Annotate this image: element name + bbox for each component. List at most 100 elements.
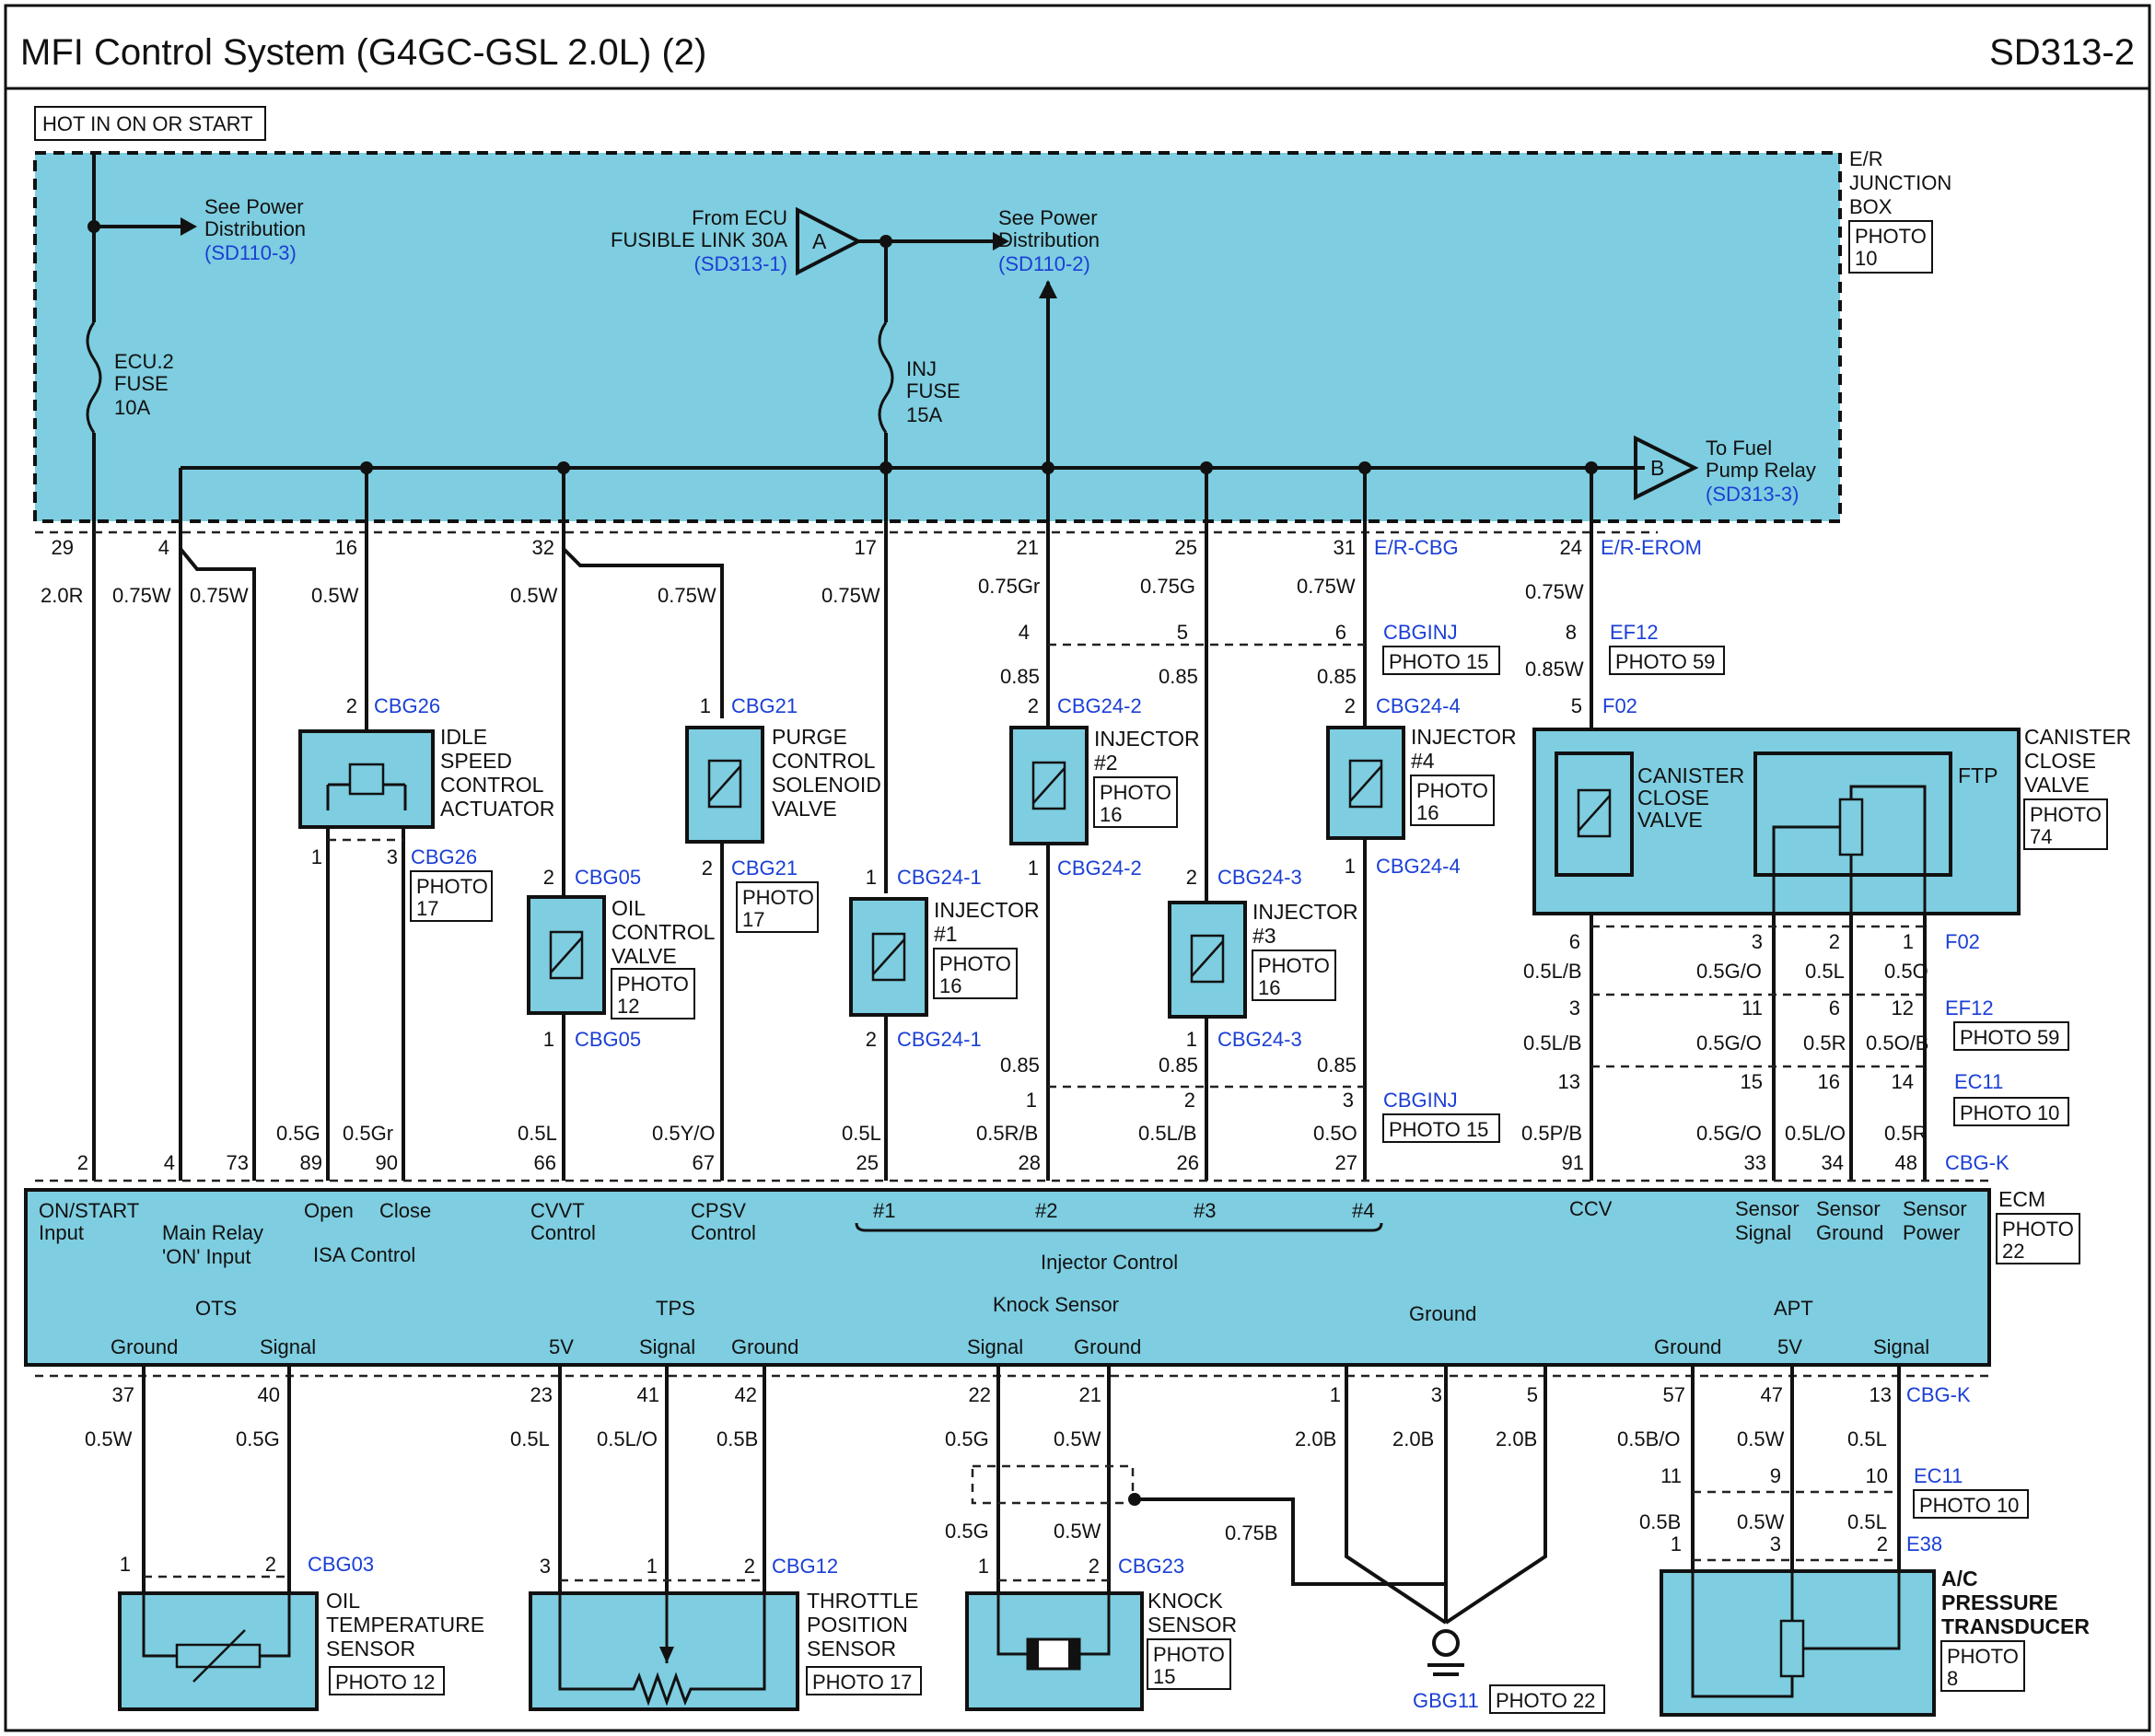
ccv-title-3: VALVE xyxy=(2024,773,2090,797)
ef12b-p1: 11 xyxy=(1741,996,1763,1019)
inj3-name-1: INJECTOR xyxy=(1252,900,1358,924)
cbginj-pin-6: 6 xyxy=(1335,621,1346,644)
ecmb-5: 5 xyxy=(1527,1383,1538,1406)
ecm-conn-bot: CBG-K xyxy=(1906,1383,1971,1406)
isa-actuator xyxy=(298,729,435,829)
ecm-knock-ground: Ground xyxy=(1074,1335,1141,1358)
ecm-apt: APT xyxy=(1774,1297,1813,1320)
ecm-inj-3: #3 xyxy=(1194,1199,1216,1222)
pin-31: 31 xyxy=(1334,536,1356,559)
ccv-w2-3: 0.5O/B xyxy=(1866,1031,1928,1054)
ccv-conn: F02 xyxy=(1602,694,1637,717)
knock-pin-1: 1 xyxy=(978,1555,989,1578)
inj2-photo-1: PHOTO xyxy=(1100,781,1171,804)
ecmb-57: 57 xyxy=(1663,1383,1685,1406)
ccv-p2: 2 xyxy=(1829,930,1840,953)
ec11-p1: 15 xyxy=(1741,1070,1763,1093)
tps-pin-1: 1 xyxy=(646,1555,658,1578)
ccv-inner-2: CLOSE xyxy=(1637,786,1709,810)
pcsv-pin-1: 1 xyxy=(700,694,711,717)
ccv-w2-1: 0.5G/O xyxy=(1696,1031,1762,1054)
inj4-pin-2: 2 xyxy=(1345,694,1356,717)
ecm-pin-91: 91 xyxy=(1562,1151,1584,1174)
w-05w-a: 0.5W xyxy=(311,584,359,607)
ecm-cvvt-2: Control xyxy=(530,1221,596,1244)
er-erom: E/R-EROM xyxy=(1601,536,1702,559)
tps-name-1: THROTTLE xyxy=(807,1589,918,1613)
inj-fuse-2: FUSE xyxy=(906,379,961,402)
pcsv-conn: CBG21 xyxy=(731,694,798,717)
pd1-line2: Distribution xyxy=(204,217,306,240)
isa-pin-2: 2 xyxy=(346,694,357,717)
inj4-name-2: #4 xyxy=(1411,749,1435,773)
pin-24: 24 xyxy=(1560,536,1582,559)
pd1-ref: (SD110-3) xyxy=(204,241,297,264)
w-inj-b2: 0.5O xyxy=(1313,1122,1357,1145)
knock-shield-w: 0.75B xyxy=(1225,1521,1278,1544)
jb-photo-1: PHOTO xyxy=(1855,225,1927,248)
jb-photo-box xyxy=(1848,220,1933,274)
ecm-ots: OTS xyxy=(195,1297,237,1320)
isa-photo-2: 17 xyxy=(416,897,438,920)
knock-w0: 0.5G xyxy=(945,1520,989,1543)
bw-6: 0.5W xyxy=(1054,1427,1101,1451)
bw-7: 2.0B xyxy=(1295,1427,1336,1451)
ecm-cpsv-1: CPSV xyxy=(691,1199,746,1222)
isa-name-1: IDLE xyxy=(440,725,487,749)
ecm-pin-89: 89 xyxy=(300,1151,322,1174)
pcsv-photo-2: 17 xyxy=(742,908,764,931)
ecmb-13: 13 xyxy=(1870,1383,1892,1406)
ecm-tps-5v: 5V xyxy=(549,1335,574,1358)
bw-9: 2.0B xyxy=(1496,1427,1537,1451)
inj4-photo-2: 16 xyxy=(1416,801,1439,824)
w-isa-0: 0.5G xyxy=(276,1122,320,1145)
ots-name-1: OIL xyxy=(326,1589,360,1613)
ef12-photo: PHOTO 59 xyxy=(1615,650,1715,673)
ecm-onstart-2: Input xyxy=(39,1221,84,1244)
ecmb-42: 42 xyxy=(735,1383,757,1406)
w-inj1: 0.5L xyxy=(842,1122,881,1145)
ec11-p2: 16 xyxy=(1818,1070,1840,1093)
ccv-w3-3: 0.5R xyxy=(1884,1122,1927,1145)
tps-name-2: POSITION xyxy=(807,1613,908,1637)
isa-photo-1: PHOTO xyxy=(416,875,488,898)
knock-pin-2: 2 xyxy=(1089,1555,1100,1578)
ecu-link-1: From ECU xyxy=(692,206,787,229)
ecu2-fuse-1: ECU.2 xyxy=(114,350,174,373)
pin-17: 17 xyxy=(855,536,877,559)
ef12-pin-8: 8 xyxy=(1566,621,1577,644)
ecm-cvvt-1: CVVT xyxy=(530,1199,585,1222)
ec11-p0: 13 xyxy=(1558,1070,1580,1093)
pin-32: 32 xyxy=(532,536,554,559)
w-085-b: 0.85 xyxy=(1159,665,1198,688)
ecm-pin-26: 26 xyxy=(1177,1151,1199,1174)
ecm-pin-33: 33 xyxy=(1744,1151,1766,1174)
isa-name-3: CONTROL xyxy=(440,773,544,797)
inj-fuse-3: 15A xyxy=(906,403,942,426)
apt-name-1: A/C xyxy=(1941,1567,1978,1590)
isa-conn: CBG26 xyxy=(374,694,440,717)
ccv-title-1: CANISTER xyxy=(2024,725,2131,749)
ecm-pin-48: 48 xyxy=(1895,1151,1917,1174)
inj4-conn: CBG24-4 xyxy=(1376,694,1461,717)
bw-3: 0.5L/O xyxy=(597,1427,658,1451)
ecm-inj-1: #1 xyxy=(873,1199,895,1222)
ecm-sensor-signal-1: Sensor xyxy=(1735,1197,1800,1220)
ecm-name: ECM xyxy=(1998,1187,2045,1211)
ecm-sensor-power-1: Sensor xyxy=(1903,1197,1967,1220)
ecm-ground: Ground xyxy=(1409,1302,1476,1325)
w-075w-e: 0.75W xyxy=(1297,575,1356,598)
ecm-apt-signal: Signal xyxy=(1873,1335,1929,1358)
w-2-0r: 2.0R xyxy=(41,584,83,607)
ocv-photo-1: PHOTO xyxy=(617,973,689,996)
w-inj-0: 0.85 xyxy=(1000,1054,1040,1077)
ccv-w2-2: 0.5R xyxy=(1803,1031,1846,1054)
ocv-pin-2: 2 xyxy=(543,866,554,889)
inj4-pin-1: 1 xyxy=(1345,855,1356,878)
w-inj-b0: 0.5R/B xyxy=(976,1122,1038,1145)
apt-photo-1: PHOTO xyxy=(1947,1645,2019,1668)
knock-w1: 0.5W xyxy=(1054,1520,1101,1543)
ef12b-p0: 3 xyxy=(1569,996,1580,1019)
pin-4: 4 xyxy=(158,536,169,559)
